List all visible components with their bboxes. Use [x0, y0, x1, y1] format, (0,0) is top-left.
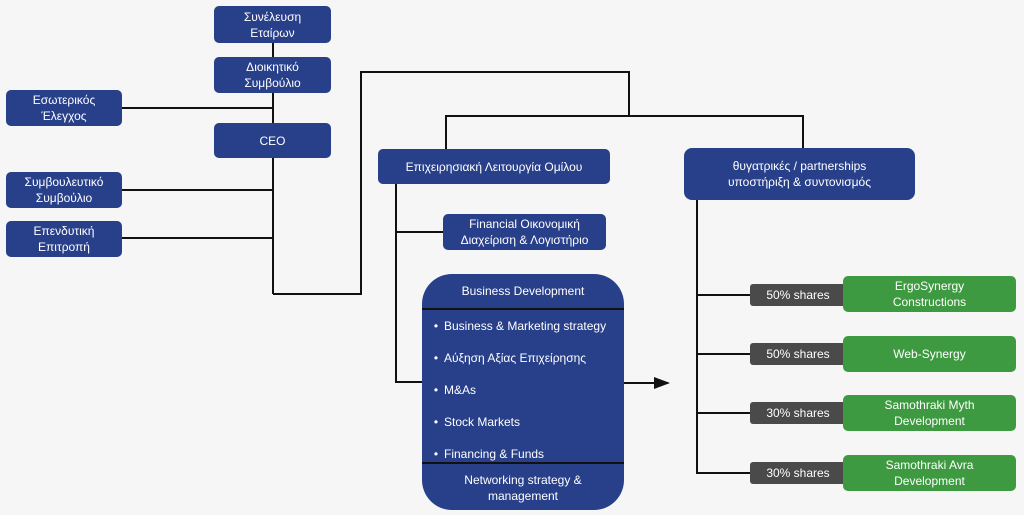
list-item: •Stock Markets: [422, 406, 624, 438]
list-item: •Financing & Funds: [422, 438, 624, 470]
share-badge: 30% shares: [750, 402, 846, 424]
bullet-icon: •: [433, 447, 439, 461]
business-development-title: Business Development: [422, 274, 624, 310]
bullet-icon: •: [433, 415, 439, 429]
list-item: •Αύξηση Αξίας Επιχείρησης: [422, 342, 624, 374]
bullet-icon: •: [433, 351, 439, 365]
company-box: Samothraki Myth Development: [843, 395, 1016, 431]
board-of-directors-box: Διοικητικό Συμβούλιο: [214, 57, 331, 93]
business-development-footer: Networking strategy & management: [422, 462, 624, 510]
subsidiaries-header-box: θυγατρικές / partnerships υποστήριξη & σ…: [684, 148, 915, 200]
connector-ops-split: [445, 115, 804, 166]
company-box: ErgoSynergy Constructions: [843, 276, 1016, 312]
bullet-icon: •: [433, 319, 439, 333]
investment-committee-box: Επενδυτική Επιτροπή: [6, 221, 122, 257]
share-badge: 30% shares: [750, 462, 846, 484]
connector-subs-down: [696, 200, 750, 474]
business-development-box: Business Development •Business & Marketi…: [422, 274, 624, 510]
internal-audit-box: Εσωτερικός Έλεγχος: [6, 90, 122, 126]
share-badge: 50% shares: [750, 284, 846, 306]
financial-box: Financial Οικονομική Διαχείριση & Λογιστ…: [443, 214, 606, 250]
bullet-icon: •: [433, 383, 439, 397]
connector-to-operations: [273, 71, 630, 295]
share-badge: 50% shares: [750, 343, 846, 365]
company-box: Samothraki Avra Development: [843, 455, 1016, 491]
business-development-list: •Business & Marketing strategy •Αύξηση Α…: [422, 310, 624, 470]
shareholders-meeting-box: Συνέλευση Εταίρων: [214, 6, 331, 43]
group-operations-box: Επιχειρησιακή Λειτουργία Ομίλου: [378, 149, 610, 184]
connector-ops-down: [395, 184, 422, 383]
company-box: Web-Synergy: [843, 336, 1016, 372]
list-item: •M&As: [422, 374, 624, 406]
advisory-board-box: Συμβουλευτικό Συμβούλιο: [6, 172, 122, 208]
ceo-box: CEO: [214, 123, 331, 158]
list-item: •Business & Marketing strategy: [422, 310, 624, 342]
